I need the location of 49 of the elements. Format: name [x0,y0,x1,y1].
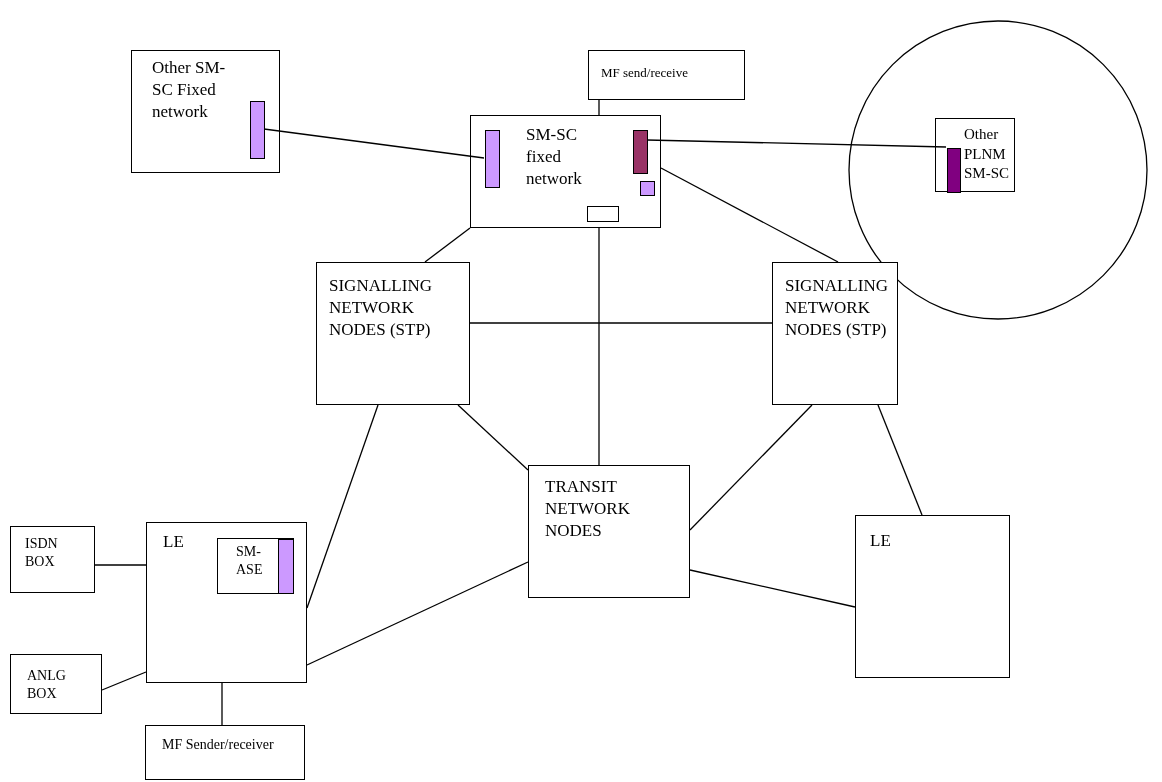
network-box [935,118,1015,192]
node-label: ANLG BOX [27,667,67,704]
connector-line [689,569,856,608]
connector-line [660,167,839,263]
module-box [217,538,294,594]
network-box [470,115,661,228]
node-label: SM-ASE [236,543,264,580]
connector-line [646,139,947,148]
node-label: Other SM-SC Fixed network [152,57,227,124]
connector-line [263,128,485,159]
connector-line [101,671,147,691]
connector-line [306,404,379,609]
exchange-box [855,515,1010,678]
network-box [131,50,280,173]
network-node-box [316,262,470,405]
port-bar [250,101,265,159]
equipment-box [10,654,102,714]
port-bar [947,148,961,193]
node-label: TRANSIT NETWORK NODES [545,476,631,543]
port-bar [633,130,648,174]
port-bar [278,539,294,594]
node-label: ISDN BOX [25,535,59,572]
port-block [587,206,619,222]
equipment-box [588,50,745,100]
network-node-box [528,465,690,598]
equipment-box [10,526,95,593]
connector-line [469,322,773,324]
connector-line [457,404,529,471]
equipment-box [145,725,305,780]
connector-line [689,404,813,531]
connector-line [221,682,223,726]
node-label: SM-SC fixed network [526,124,583,191]
connector-line [306,561,529,666]
node-label: LE [163,531,185,553]
node-label: SIGNALLING NETWORK NODES (STP) [785,275,889,342]
exchange-box [146,522,307,683]
node-label: SIGNALLING NETWORK NODES (STP) [329,275,433,342]
connector-line [877,404,923,516]
connector-line [598,99,600,116]
node-label: Other PLNM SM-SC [964,125,1011,183]
connector-line [94,564,147,566]
port-block [640,181,655,196]
connector-line [424,227,471,263]
port-bar [485,130,500,188]
node-label: LE [870,530,892,552]
node-label: MF Sender/receiver [162,736,275,754]
node-label: MF send/receive [601,65,689,82]
network-node-box [772,262,898,405]
connector-line [598,227,600,466]
